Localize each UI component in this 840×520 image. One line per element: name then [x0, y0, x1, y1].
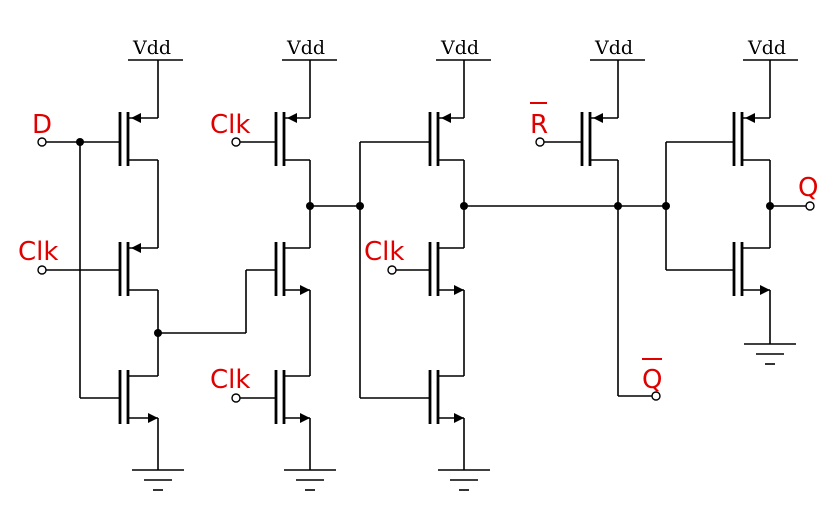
input-d-label: D	[32, 110, 52, 140]
clk-label-1: Clk	[18, 237, 58, 267]
stage-1: Vdd D Clk	[18, 37, 276, 491]
junction-dot	[76, 138, 84, 146]
output-inverter: Vdd Q	[662, 37, 818, 365]
vdd-label: Vdd	[594, 37, 633, 59]
clk-label-2: Clk	[210, 110, 250, 140]
vdd-label: Vdd	[132, 37, 171, 59]
vdd-label: Vdd	[440, 37, 479, 59]
stage-2: Vdd Clk Clk	[210, 37, 364, 491]
reset-stage: Vdd R Q	[530, 37, 662, 401]
vdd-label: Vdd	[747, 37, 786, 59]
junction-dot	[614, 202, 622, 210]
vdd-label: Vdd	[286, 37, 325, 59]
clk-label-3: Clk	[210, 365, 250, 395]
reset-label: R	[530, 110, 548, 140]
stage-3: Vdd Clk	[359, 37, 666, 491]
qbar-label: Q	[642, 365, 662, 395]
q-label: Q	[798, 173, 818, 203]
clk-label-4: Clk	[364, 237, 404, 267]
